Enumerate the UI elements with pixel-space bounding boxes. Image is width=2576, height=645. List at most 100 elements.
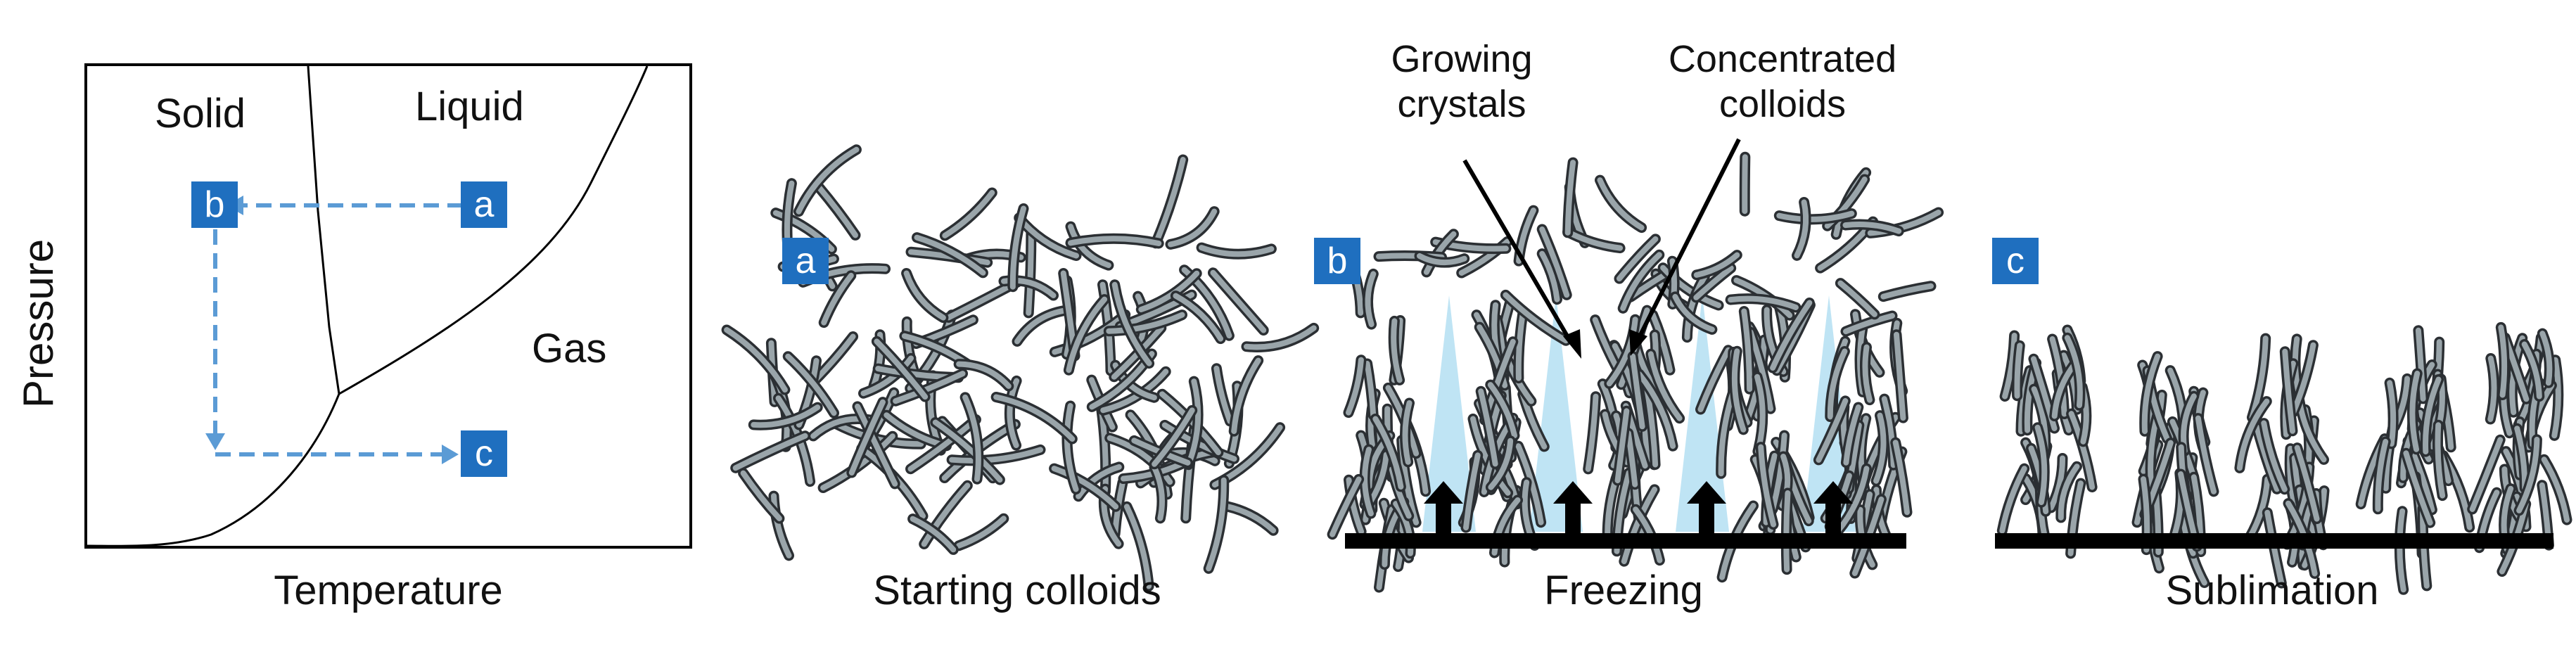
fiber (1693, 265, 1734, 300)
pressure-axis-label: Pressure (15, 238, 62, 408)
fiber (848, 399, 886, 475)
concentrated-colloids-line1: Concentrated (1668, 38, 1897, 80)
fiber (1636, 371, 1676, 449)
fiber (921, 483, 971, 547)
fiber (1660, 264, 1722, 308)
fiber (1585, 393, 1599, 472)
fiber (1244, 325, 1317, 350)
fiber (1362, 447, 1374, 517)
fiber (1111, 281, 1152, 366)
fiber (1621, 486, 1658, 565)
fiber (1346, 357, 1364, 416)
fiber (1842, 221, 1902, 234)
fiber (1051, 466, 1119, 510)
fiber (1620, 252, 1662, 312)
fiber (1007, 378, 1020, 449)
sublimation-base (1995, 533, 2553, 549)
fiber (2435, 422, 2446, 499)
temperature-axis-label: Temperature (274, 568, 503, 613)
fiber (796, 146, 860, 215)
point-b-tag: b (191, 181, 238, 228)
pointer-growing-crystals-head (1563, 329, 1581, 359)
fiber (1794, 199, 1809, 259)
fiber (2539, 331, 2553, 386)
fiber (1693, 252, 1740, 278)
fiber (1463, 452, 1481, 531)
fiber (1625, 430, 1638, 487)
fiber (2403, 450, 2433, 526)
fiber (1213, 365, 1233, 424)
fiber (1026, 229, 1034, 316)
fiber (1862, 344, 1873, 403)
fiber (945, 279, 1021, 321)
fiber (2498, 324, 2508, 398)
fiber (2487, 355, 2497, 422)
liquid-region-label: Liquid (415, 84, 524, 129)
fiber (751, 404, 821, 428)
fiber (1539, 226, 1570, 298)
fiber (1076, 464, 1122, 499)
fiber (1770, 300, 1813, 371)
ice-crystals (1422, 295, 1856, 532)
concentrated-colloids-label: Concentrated colloids (1669, 37, 1896, 127)
fiber (1153, 157, 1186, 246)
fiber (821, 272, 854, 326)
fiber (771, 493, 792, 558)
arrowhead-down (205, 433, 225, 450)
growing-crystals-line2: crystals (1397, 83, 1526, 125)
fiber (2514, 426, 2528, 491)
fiber (1515, 310, 1526, 381)
fiber (1391, 318, 1403, 383)
fiber (1402, 400, 1413, 465)
fiber (1827, 348, 1848, 420)
fiber (962, 394, 981, 483)
fiber (2290, 342, 2316, 415)
up-arrow-head (1553, 481, 1593, 504)
fiber (1758, 444, 1776, 528)
fiber (2049, 336, 2067, 417)
fiber (914, 234, 986, 276)
ice-crystal (1422, 295, 1476, 532)
starting-panel-tag: a (782, 238, 829, 284)
pointer-growing-crystals (1462, 159, 1574, 345)
fiber (993, 394, 1076, 442)
fiber (1539, 250, 1560, 302)
fiber (2195, 415, 2217, 494)
fiber (860, 355, 914, 397)
pointer-concentrated-colloids-head (1629, 329, 1647, 356)
fiber (2014, 343, 2023, 399)
fiber (2034, 424, 2048, 506)
fiber (1064, 403, 1079, 492)
fiber (732, 433, 808, 471)
fiber (1837, 280, 1877, 317)
fiber (2051, 362, 2077, 419)
fiber (2469, 437, 2504, 512)
up-arrow-shaft (1825, 501, 1841, 533)
fiber (2294, 445, 2320, 522)
fiber (1066, 296, 1108, 373)
fiber (740, 470, 782, 522)
fiber (1697, 347, 1731, 412)
arrowhead-c (442, 445, 459, 464)
freezing-direction-arrows (1424, 481, 1853, 533)
fiber (893, 371, 966, 404)
fiber (949, 447, 1043, 464)
fiber (1478, 388, 1498, 467)
fiber (1776, 210, 1855, 222)
fiber (1515, 443, 1544, 525)
ice-crystal (1529, 295, 1583, 532)
fiber (903, 270, 946, 321)
fiber (1225, 504, 1277, 534)
up-arrow-shaft (1565, 501, 1581, 533)
freezing-panel-tag: b (1314, 238, 1360, 284)
freezing-base (1345, 533, 1906, 549)
liquid-gas-boundary (338, 65, 649, 395)
fiber (2521, 341, 2542, 400)
fiber (2141, 353, 2161, 435)
pointer-concentrated-colloids (1637, 138, 1741, 339)
fiber (1684, 274, 1708, 340)
fiber (1843, 404, 1861, 466)
up-arrow-shaft (1436, 501, 1451, 533)
fiber (1816, 397, 1849, 463)
fiber (2246, 476, 2271, 541)
